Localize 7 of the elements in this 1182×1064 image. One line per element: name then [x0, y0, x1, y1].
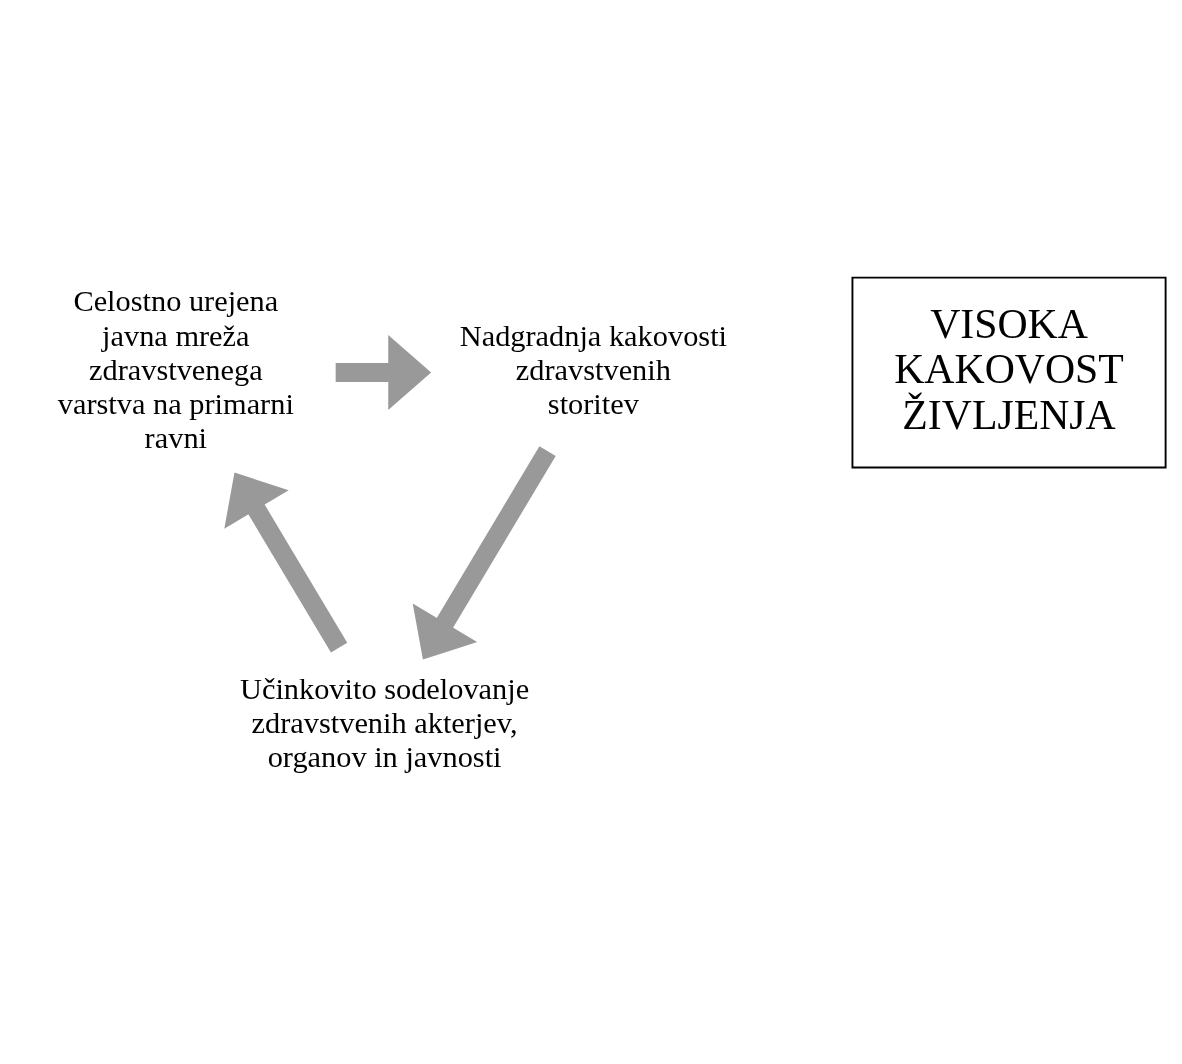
node-text: Celostno urejena javna mreža zdravstvenega varstva na primarni ravni [57, 284, 294, 456]
arrow [335, 335, 432, 411]
node-text: Nadgradnja kakovosti zdravstvenih storitev [459, 318, 728, 421]
arrow [412, 446, 556, 660]
node-box: VISOKA KAKOVOST ŽIVLJENJA [851, 276, 1167, 469]
node-text: Učinkovito sodelovanje zdravstvenih akterjev, organov in javnosti [240, 671, 530, 774]
arrow [224, 472, 348, 653]
